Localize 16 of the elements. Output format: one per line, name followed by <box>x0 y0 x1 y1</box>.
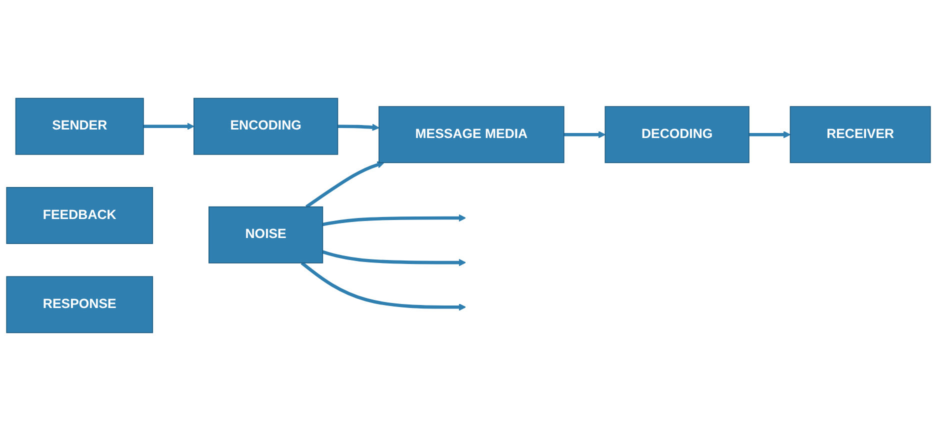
arrow <box>300 262 466 311</box>
node-box: RECEIVER <box>790 106 931 164</box>
arrow <box>564 130 606 138</box>
arrow <box>143 122 194 130</box>
node-box: DECODING <box>604 106 750 164</box>
arrow <box>305 161 384 208</box>
arrow <box>322 250 466 266</box>
arrow <box>748 130 791 138</box>
arrow <box>338 124 380 131</box>
node-box: SENDER <box>15 98 144 155</box>
node-box: RESPONSE <box>6 276 154 334</box>
node-box: MESSAGE MEDIA <box>378 106 564 164</box>
node-box: ENCODING <box>194 98 338 155</box>
node-box: NOISE <box>208 206 324 264</box>
arrow <box>322 214 466 226</box>
node-box: FEEDBACK <box>6 187 154 244</box>
